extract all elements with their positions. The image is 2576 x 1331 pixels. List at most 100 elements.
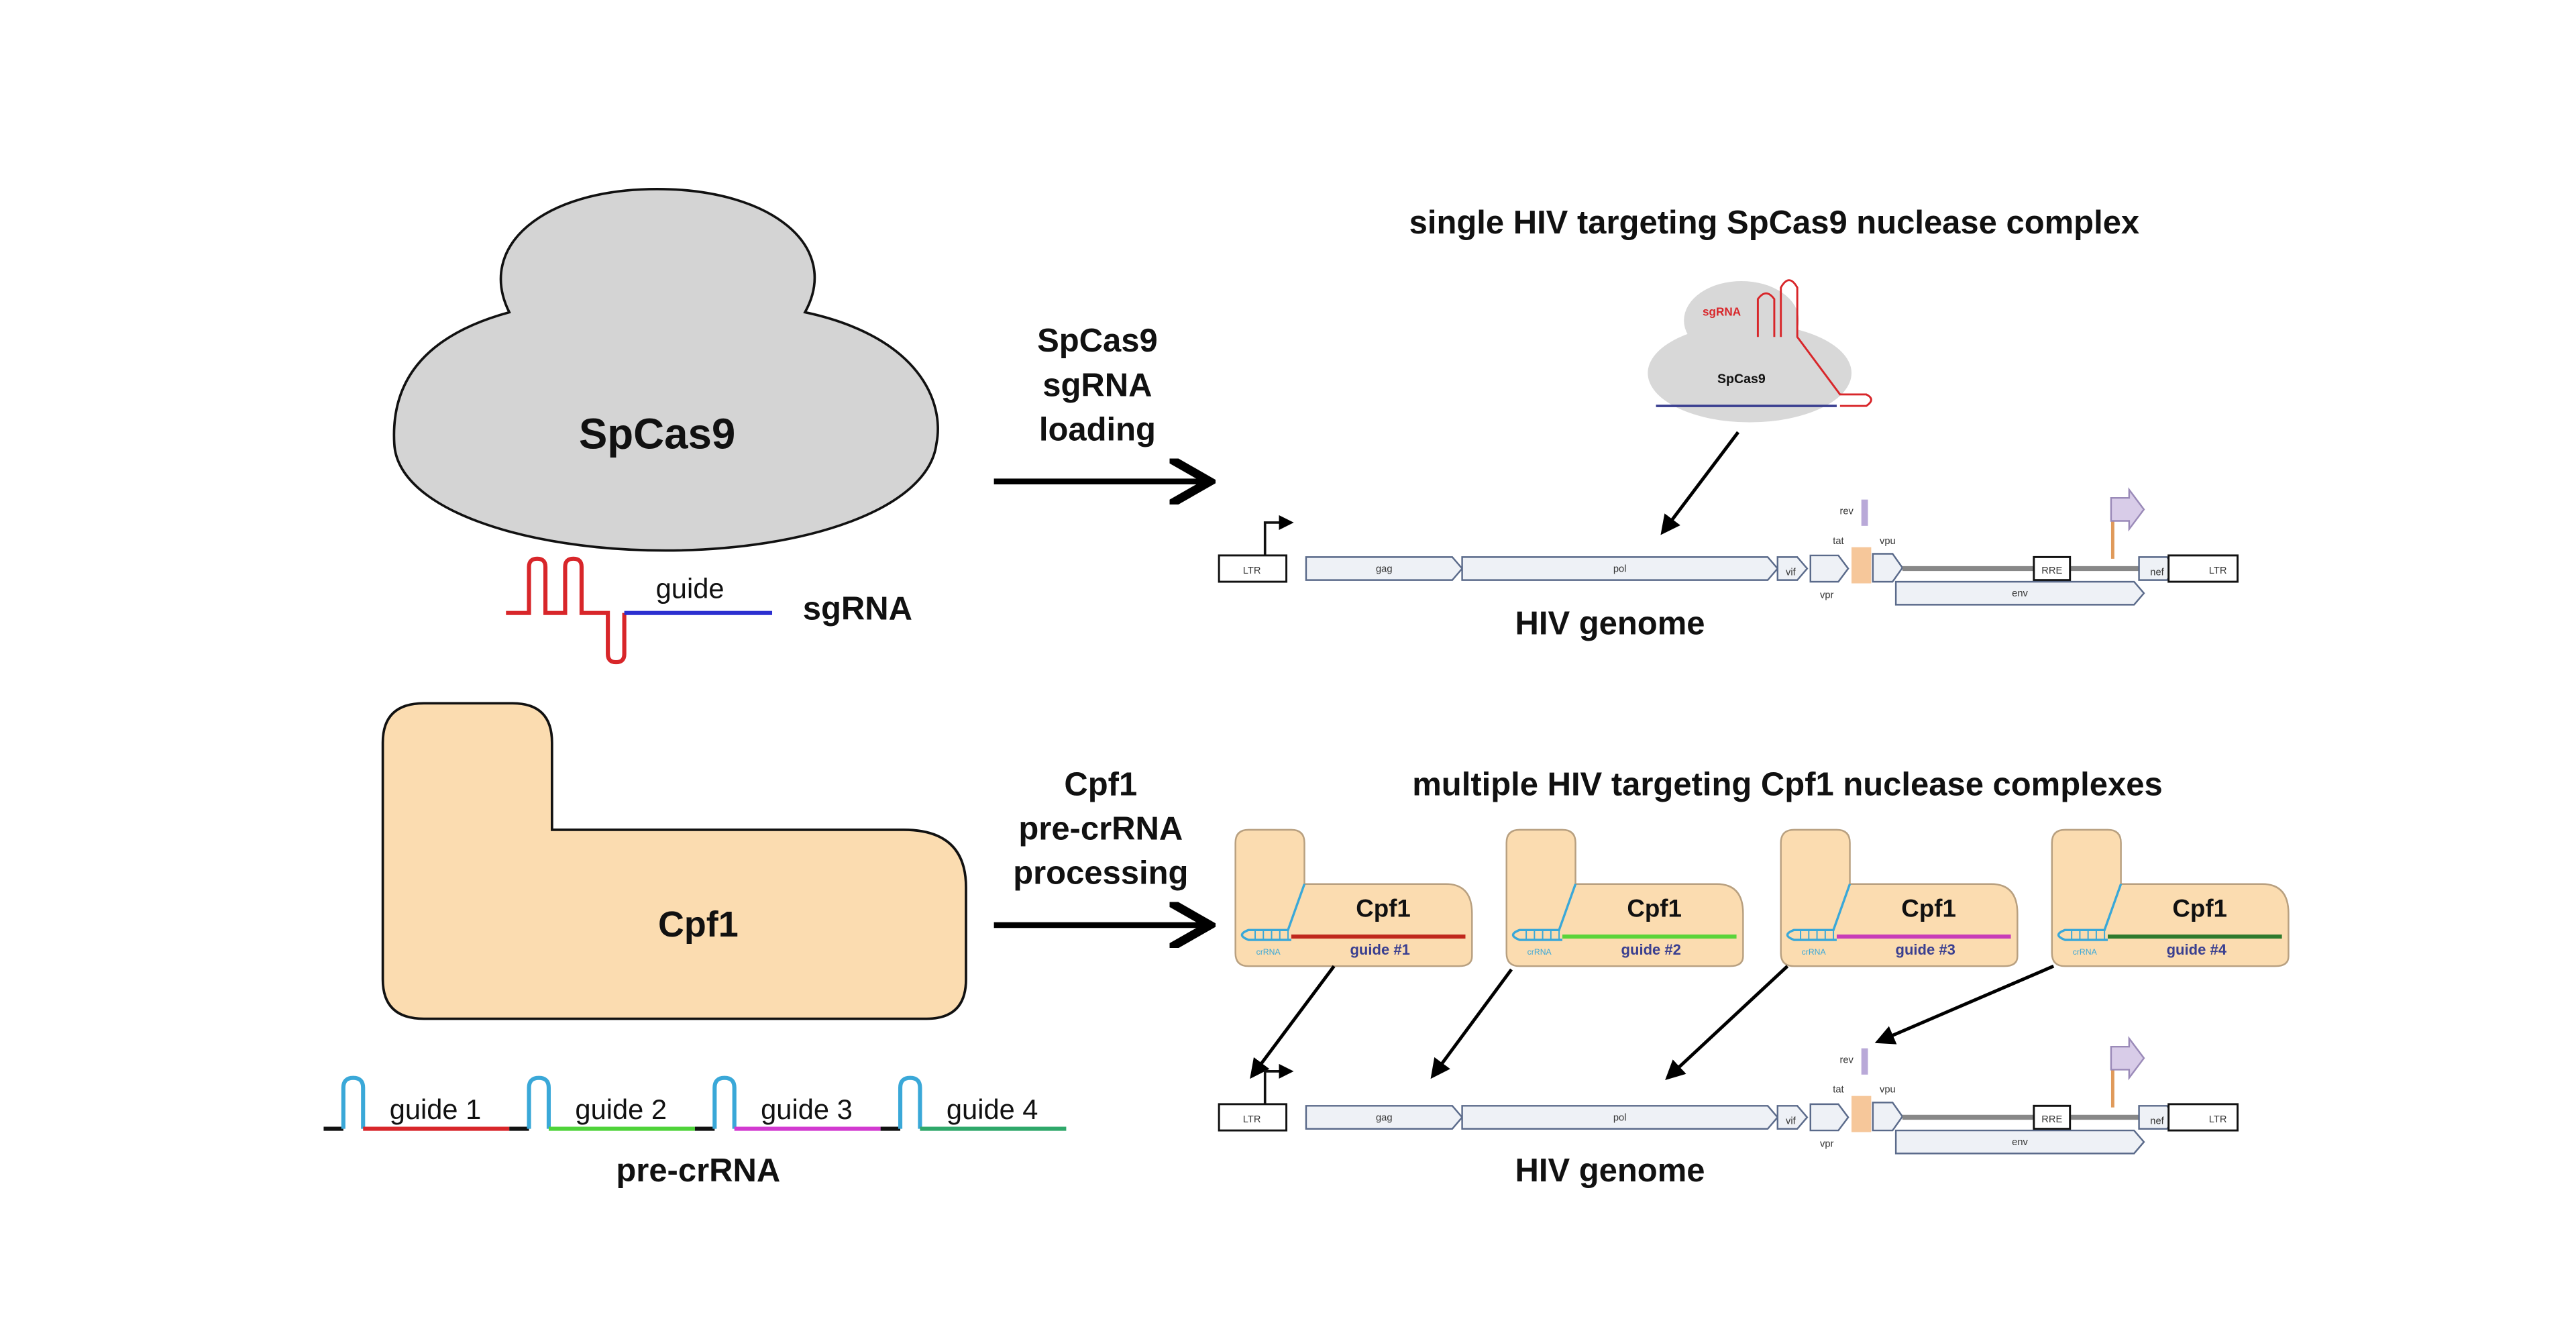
- rev-exon: [1861, 499, 1868, 526]
- repeat-hairpin: [898, 1075, 922, 1129]
- ltr-box: [2167, 554, 2239, 583]
- sgrna-label: sgRNA: [803, 590, 912, 627]
- cpf1-complex: Cpf1 crRNA guide #4: [2051, 829, 2290, 967]
- pol-gene: [1461, 556, 1779, 581]
- gene-label: vpr: [1820, 1139, 1834, 1150]
- step-label: pre-crRNA: [1018, 811, 1183, 847]
- complex-rna-label: sgRNA: [1703, 305, 1741, 318]
- env-gene: [1894, 1129, 2145, 1155]
- ltr-box: [2167, 1103, 2239, 1132]
- gene-label: pol: [1613, 564, 1627, 574]
- rre-box: [2033, 1104, 2072, 1130]
- gene-label: gag: [1376, 1112, 1393, 1123]
- step-label: SpCas9: [1037, 323, 1158, 359]
- gag-gene: [1305, 556, 1464, 581]
- cpf1-label: Cpf1: [2172, 895, 2227, 922]
- target-arrow-icon: [1660, 431, 1739, 535]
- gene-label: vif: [1786, 567, 1796, 578]
- loading-step: SpCas9 sgRNA loading: [994, 323, 1204, 481]
- gene-label: nef: [2150, 1116, 2164, 1126]
- gene-label: env: [2012, 1137, 2028, 1148]
- guide-number-label: guide #4: [2167, 941, 2227, 958]
- ltr-box: [1218, 554, 1288, 583]
- gene-label: tat: [1833, 1085, 1843, 1096]
- vpr-gene: [1809, 1103, 1849, 1132]
- promoter-arrow-icon: [1263, 1063, 1294, 1104]
- gene-label: LTR: [1243, 566, 1261, 576]
- guide-number-label: guide #2: [1621, 941, 1681, 958]
- vif-gene: [1776, 1105, 1809, 1130]
- target-arrow-icon: [1665, 965, 1789, 1081]
- step-label: sgRNA: [1042, 367, 1152, 403]
- cpf1-protein: Cpf1: [381, 702, 967, 1020]
- tat-exon: [1851, 1096, 1872, 1132]
- repeat-hairpin: [527, 1075, 551, 1129]
- rev-exon: [1861, 1048, 1868, 1075]
- gene-label: rev: [1839, 1055, 1854, 1066]
- tat-exon: [1851, 547, 1872, 584]
- repeat-hairpin: [341, 1075, 366, 1129]
- cpf1-label: Cpf1: [1356, 895, 1411, 922]
- vpr-gene: [1809, 554, 1849, 583]
- vpu-gene: [1872, 553, 1904, 583]
- promoter-arrow-icon: [1263, 515, 1294, 555]
- guide-label: guide 2: [575, 1094, 667, 1125]
- cpf1-label: Cpf1: [658, 904, 739, 945]
- guide-label: guide 4: [947, 1094, 1038, 1125]
- vif-gene: [1776, 556, 1809, 581]
- gene-label: vpr: [1820, 590, 1834, 601]
- step-label: loading: [1039, 411, 1156, 447]
- crrna-label: crRNA: [1527, 947, 1552, 957]
- rre-box: [2033, 555, 2072, 582]
- guide-label: guide 3: [761, 1094, 853, 1125]
- gene-label: nef: [2150, 567, 2164, 578]
- processing-step: Cpf1 pre-crRNA processing: [994, 766, 1204, 924]
- spcas9-title: single HIV targeting SpCas9 nuclease com…: [1409, 205, 2140, 241]
- ltr-box: [1218, 1103, 1288, 1132]
- crrna-label: crRNA: [1256, 947, 1281, 957]
- crrna-label: crRNA: [2073, 947, 2098, 957]
- cpf1-label: Cpf1: [1901, 895, 1956, 922]
- guide-number-label: guide #1: [1350, 941, 1409, 958]
- spcas9-complex: sgRNA SpCas9: [1648, 279, 1872, 423]
- guide-number-label: guide #3: [1896, 941, 1955, 958]
- genome-label: HIV genome: [1515, 1153, 1705, 1189]
- step-label: processing: [1013, 855, 1188, 892]
- genome-label: HIV genome: [1515, 605, 1705, 641]
- gene-label: vpu: [1880, 536, 1896, 547]
- gene-label: RRE: [2041, 1114, 2062, 1125]
- gene-label: vpu: [1880, 1085, 1896, 1096]
- target-arrow-icon: [1430, 968, 1513, 1079]
- pre-crrna-label: pre-crRNA: [616, 1153, 780, 1189]
- gene-label: env: [2012, 588, 2028, 599]
- cpf1-complex: Cpf1 crRNA guide #2: [1505, 829, 1744, 967]
- gene-label: tat: [1833, 536, 1843, 547]
- gene-label: gag: [1376, 564, 1393, 574]
- gene-label: LTR: [1243, 1114, 1261, 1125]
- cpf1-label: Cpf1: [1627, 895, 1682, 922]
- vpu-gene: [1872, 1102, 1904, 1132]
- gag-gene: [1305, 1105, 1464, 1130]
- gene-label: LTR: [2209, 566, 2227, 576]
- complex-protein-label: SpCas9: [1717, 372, 1766, 386]
- pol-gene: [1461, 1105, 1779, 1130]
- target-arrow-icon: [1874, 964, 2055, 1045]
- gene-label: pol: [1613, 1112, 1627, 1123]
- spcas9-label: SpCas9: [579, 411, 736, 458]
- gene-label: RRE: [2041, 566, 2062, 576]
- target-arrow-icon: [1250, 965, 1336, 1079]
- cpf1-complex: Cpf1 crRNA guide #1: [1234, 829, 1473, 967]
- gene-label: rev: [1839, 507, 1854, 517]
- guide-label: guide: [656, 573, 724, 604]
- gene-label: vif: [1786, 1116, 1796, 1126]
- gene-label: LTR: [2209, 1114, 2227, 1125]
- step-label: Cpf1: [1064, 766, 1137, 802]
- sgrna: guide sgRNA: [506, 556, 912, 665]
- env-gene: [1894, 580, 2145, 606]
